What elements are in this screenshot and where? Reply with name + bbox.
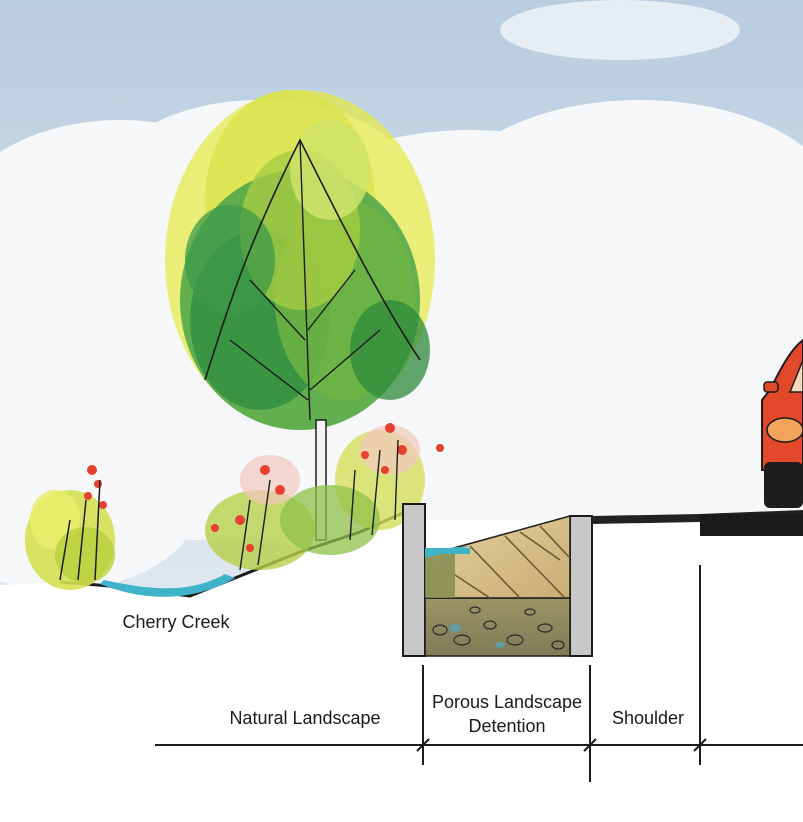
porous-landscape-detention-label: Porous Landscape Detention (431, 692, 583, 736)
natural-landscape-label: Natural Landscape (229, 708, 381, 728)
flower-shrubs (205, 423, 444, 571)
creek-water (100, 574, 235, 597)
tree (165, 90, 435, 541)
road-surface (592, 510, 803, 536)
dimension-lines (155, 565, 803, 782)
cherry-creek-label: Cherry Creek (122, 612, 230, 632)
porous-detention-basin (402, 503, 593, 657)
shoulder-label: Shoulder (611, 708, 685, 728)
shrub-left (25, 465, 115, 590)
car-icon (761, 338, 803, 508)
